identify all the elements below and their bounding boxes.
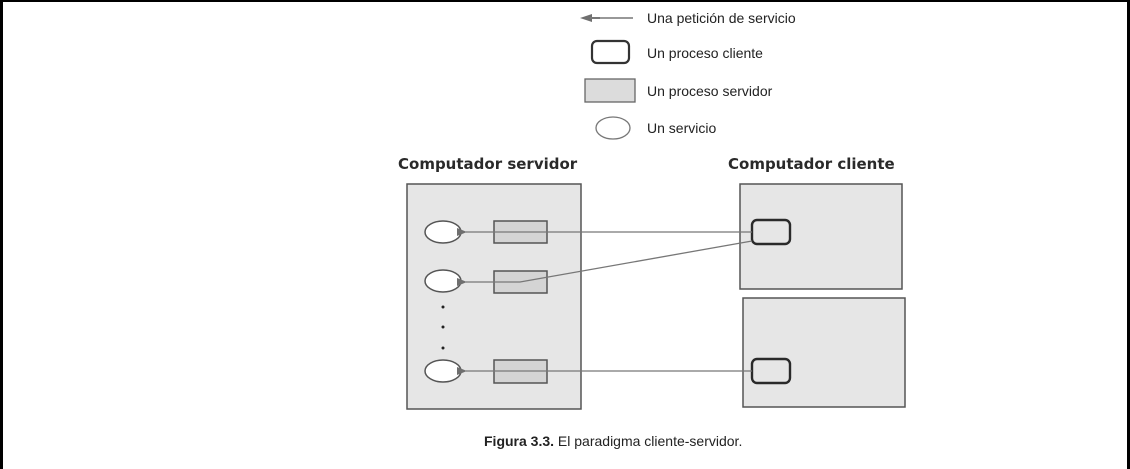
caption-label: Figura 3.3. [484, 433, 554, 449]
legend-label-service: Un servicio [647, 120, 716, 136]
client-computer-box [742, 297, 906, 408]
request-arrows [457, 228, 753, 375]
client-computer-1 [739, 183, 903, 290]
client-computer-title: Computador cliente [728, 155, 895, 173]
arrow-head [580, 14, 592, 22]
service-ellipse [424, 269, 462, 293]
server-computer [406, 183, 582, 410]
figure-caption: Figura 3.3. El paradigma cliente-servido… [484, 433, 742, 449]
legend-label-server-process: Un proceso servidor [647, 83, 773, 99]
legend-item-client-process: Un proceso cliente [590, 39, 763, 65]
service-ellipse [424, 359, 462, 383]
legend-item-request: Una petición de servicio [580, 10, 796, 26]
legend: Una petición de servicio Un proceso clie… [580, 10, 796, 140]
legend-item-server-process: Un proceso servidor [584, 78, 773, 103]
gray-rect-icon [584, 78, 636, 103]
client-process [750, 218, 792, 246]
legend-item-service: Un servicio [595, 116, 716, 140]
request-arrow [457, 240, 753, 286]
server-computer-title: Computador servidor [398, 155, 578, 173]
ellipse-icon [595, 116, 631, 140]
legend-label-request: Una petición de servicio [647, 10, 796, 26]
rounded-rect-icon [590, 39, 631, 65]
legend-label-client-process: Un proceso cliente [647, 45, 763, 61]
ellipsis-dot [441, 305, 445, 309]
ellipsis-dot [441, 346, 445, 350]
caption-text: El paradigma cliente-servidor. [554, 433, 742, 449]
ellipsis-dot [441, 325, 445, 329]
client-computer-2 [742, 297, 906, 408]
client-process [750, 357, 792, 385]
service-ellipse [424, 220, 462, 244]
